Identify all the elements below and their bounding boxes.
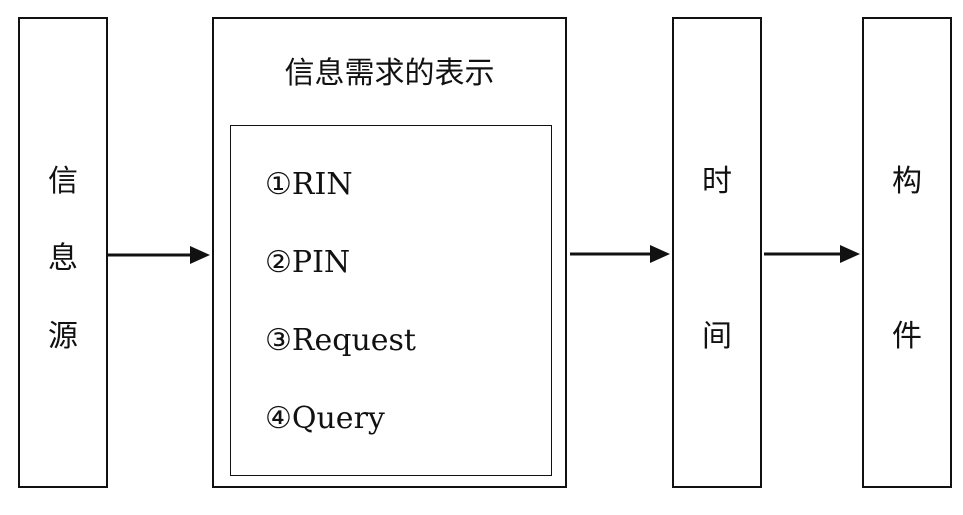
representation-item-rin: ①RIN — [265, 167, 353, 202]
component-char-2: 件 — [892, 319, 922, 354]
arrow-representation-to-time — [570, 245, 670, 263]
representation-item-pin: ②PIN — [265, 245, 351, 280]
time-char-2: 间 — [702, 319, 732, 354]
representation-item-query: ④Query — [265, 401, 385, 436]
representation-items-box: ①RIN ②PIN ③Request ④Query — [230, 125, 552, 476]
representation-title: 信息需求的表示 — [284, 56, 495, 91]
source-char-1: 信 — [48, 164, 78, 199]
component-char-1: 构 — [892, 164, 922, 199]
info-source-box: 信 息 源 — [18, 17, 108, 488]
source-char-3: 源 — [48, 319, 78, 354]
arrow-time-to-component — [764, 245, 860, 263]
representation-item-request: ③Request — [265, 323, 416, 358]
component-box: 构 件 — [862, 17, 952, 488]
source-char-2: 息 — [48, 241, 78, 276]
time-box: 时 间 — [672, 17, 762, 488]
time-char-1: 时 — [702, 164, 732, 199]
arrow-source-to-representation — [108, 246, 210, 264]
representation-box: 信息需求的表示 ①RIN ②PIN ③Request ④Query — [212, 17, 567, 488]
